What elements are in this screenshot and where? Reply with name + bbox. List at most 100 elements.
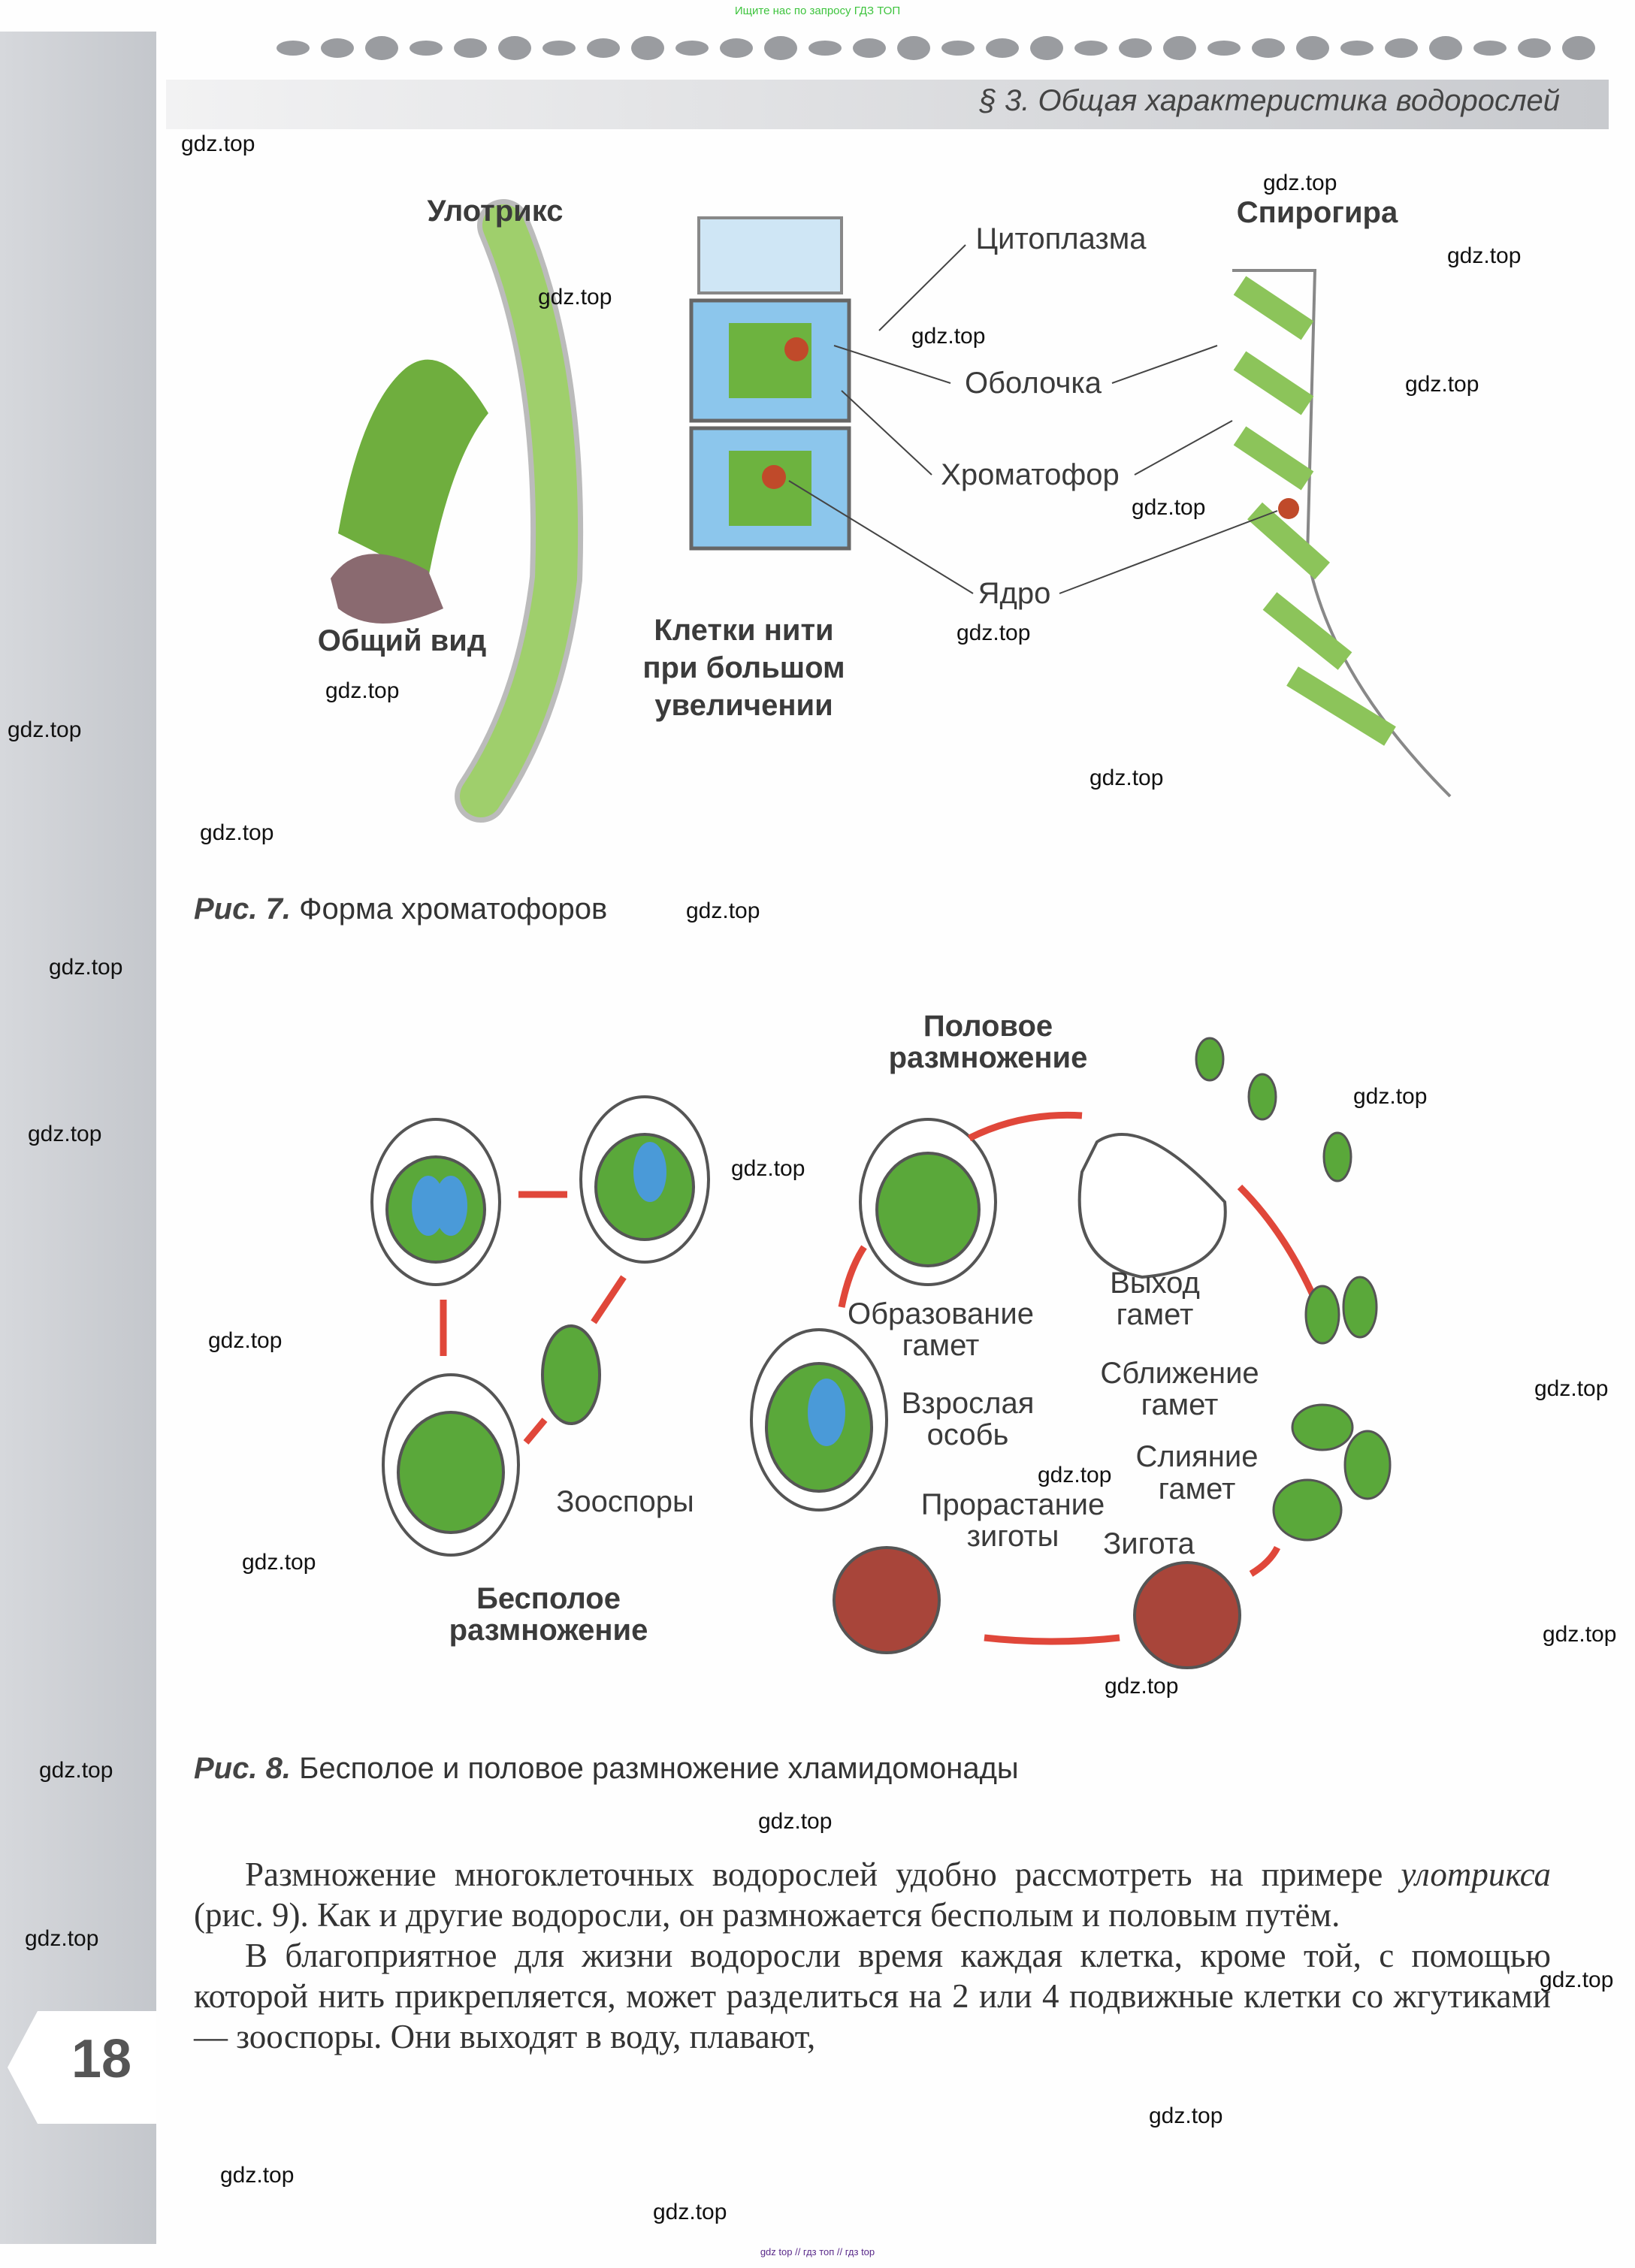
footer-note: gdz top // гдз топ // гдз top	[760, 2246, 875, 2257]
animal-silhouette-icon	[720, 38, 753, 58]
cells-illustration	[689, 216, 851, 551]
label-sexual-2: размножение	[888, 1041, 1088, 1074]
animal-silhouette-icon	[1074, 41, 1108, 56]
label-zygote-germ-2: зиготы	[966, 1520, 1059, 1553]
watermark: gdz.top	[25, 1926, 99, 1951]
animal-silhouette-icon	[498, 36, 531, 60]
animal-silhouette-icon	[365, 36, 398, 60]
label-nucleus: Ядро	[978, 577, 1051, 610]
animal-silhouette-icon	[808, 41, 842, 56]
label-cells-3: увеличении	[654, 689, 833, 722]
figure-7-caption: Рис. 7. Форма хроматофоров	[194, 892, 607, 926]
watermark: gdz.top	[1038, 1463, 1112, 1487]
page-number-tab	[8, 2011, 156, 2124]
watermark: gdz.top	[1405, 372, 1479, 397]
animal-silhouette-icon	[321, 38, 354, 58]
watermark: gdz.top	[1543, 1622, 1617, 1647]
label-chromatophore: Хроматофор	[941, 458, 1120, 491]
animal-silhouette-icon	[410, 41, 443, 56]
spirogyra-illustration	[1232, 269, 1452, 798]
animal-silhouette-icon	[1518, 38, 1551, 58]
label-gamete-fusion-2: гамет	[1158, 1472, 1236, 1505]
watermark: gdz.top	[957, 621, 1031, 645]
animal-silhouette-icon	[675, 41, 709, 56]
watermark: gdz.top	[758, 1809, 833, 1834]
watermark: gdz.top	[1089, 766, 1164, 790]
label-gamete-formation-2: гамет	[902, 1329, 980, 1362]
label-zoospores: Зооспоры	[556, 1485, 694, 1518]
label-gamete-formation-1: Образование	[848, 1297, 1034, 1330]
animal-silhouette-icon	[1296, 36, 1329, 60]
animal-silhouette-icon	[1252, 38, 1285, 58]
watermark: gdz.top	[1540, 1968, 1614, 1992]
label-general-view: Общий вид	[317, 624, 487, 657]
watermark: gdz.top	[1447, 243, 1522, 268]
watermark: gdz.top	[242, 1550, 316, 1575]
caption-text: Форма хроматофоров	[299, 892, 608, 926]
page-number: 18	[71, 2029, 132, 2089]
label-gamete-exit-1: Выход	[1110, 1267, 1200, 1300]
animal-silhouette-icon	[542, 41, 576, 56]
watermark: gdz.top	[1149, 2103, 1223, 2128]
watermark: gdz.top	[181, 131, 255, 156]
label-gamete-approach-1: Сближение	[1100, 1357, 1259, 1390]
body-text: Размножение многоклеточных водорослей уд…	[194, 1854, 1551, 2057]
ulothrix-illustration	[331, 199, 584, 823]
label-sexual-1: Половое	[923, 1010, 1053, 1043]
label-adult-1: Взрослая	[901, 1387, 1035, 1420]
callout-lines	[788, 244, 1278, 594]
label-ulothrix: Улотрикс	[427, 195, 564, 228]
label-gamete-fusion-1: Слияние	[1135, 1440, 1259, 1473]
animal-silhouette-icon	[587, 38, 620, 58]
label-cells-1: Клетки нити	[654, 614, 834, 647]
label-spirogyra: Спирогира	[1236, 196, 1398, 229]
animal-silhouette-icon	[986, 38, 1019, 58]
animal-silhouette-icon	[1429, 36, 1462, 60]
watermark: gdz.top	[49, 955, 123, 980]
search-hint: Ищите нас по запросу ГДЗ ТОП	[734, 5, 901, 17]
text: (рис. 9). Как и другие водоросли, он раз…	[194, 1896, 1340, 1934]
watermark: gdz.top	[911, 324, 986, 349]
animal-silhouette-icon	[1340, 41, 1374, 56]
watermark: gdz.top	[1132, 495, 1206, 520]
text: Размножение многоклеточных водорослей уд…	[245, 1856, 1401, 1893]
label-asexual-1: Бесполое	[476, 1582, 621, 1615]
label-asexual-2: размножение	[449, 1614, 648, 1647]
watermark: gdz.top	[208, 1328, 283, 1353]
watermark: gdz.top	[1105, 1674, 1179, 1699]
animal-silhouette-icon	[1030, 36, 1063, 60]
animal-silhouette-icon	[1119, 38, 1152, 58]
watermark: gdz.top	[538, 285, 612, 310]
animal-silhouette-icon	[1473, 41, 1507, 56]
label-cells-2: при большом	[642, 651, 845, 684]
watermark: gdz.top	[1353, 1084, 1428, 1109]
header-bar	[166, 80, 1609, 129]
animal-silhouette-icon	[631, 36, 664, 60]
caption-number: Рис. 8.	[194, 1752, 291, 1785]
watermark: gdz.top	[39, 1758, 113, 1783]
figure-8-caption: Рис. 8. Бесполое и половое размножение х…	[194, 1752, 1019, 1786]
animal-silhouette-icon	[1207, 41, 1241, 56]
animal-silhouette-icon	[1163, 36, 1196, 60]
animal-silhouette-icon	[1385, 38, 1418, 58]
watermark: gdz.top	[1534, 1376, 1609, 1401]
caption-number: Рис. 7.	[194, 892, 291, 926]
animal-silhouette-icon	[941, 41, 975, 56]
animal-silhouettes-decoration	[277, 36, 1595, 60]
watermark: gdz.top	[1263, 171, 1337, 195]
animal-silhouette-icon	[454, 38, 487, 58]
label-gamete-exit-2: гамет	[1116, 1298, 1194, 1331]
section-title: § 3. Общая характеристика водорослей	[979, 84, 1560, 117]
page-margin-strip	[0, 32, 156, 2244]
watermark: gdz.top	[686, 898, 760, 923]
label-adult-2: особь	[926, 1418, 1009, 1451]
caption-text: Бесполое и половое размножение хламидомо…	[299, 1752, 1019, 1785]
label-gamete-approach-2: гамет	[1141, 1388, 1219, 1421]
watermark: gdz.top	[220, 2163, 295, 2188]
animal-silhouette-icon	[1562, 36, 1595, 60]
chlamydomonas-cycle-illustration	[370, 1037, 1392, 1669]
animal-silhouette-icon	[897, 36, 930, 60]
label-cytoplasm: Цитоплазма	[975, 222, 1147, 255]
animal-silhouette-icon	[764, 36, 797, 60]
paragraph-1: Размножение многоклеточных водорослей уд…	[194, 1854, 1551, 1935]
